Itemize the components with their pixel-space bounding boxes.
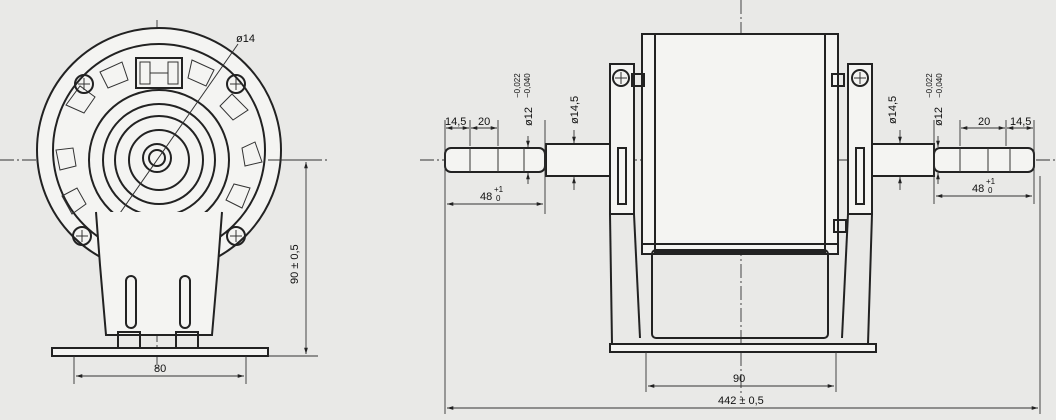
side-view: ø14 90 ± 0,5 80 xyxy=(0,20,330,384)
mounting-pedestal xyxy=(51,211,269,357)
left-shaft-tol-upper: −0,022 xyxy=(513,73,522,98)
right-shaft-tol-upper: −0,022 xyxy=(925,73,934,98)
right-shaft-diameter-callout: ø12 −0,022 −0,040 xyxy=(925,73,945,184)
motor-base-cover xyxy=(651,249,829,339)
svg-text:0: 0 xyxy=(988,186,993,195)
right-end-shield xyxy=(831,63,873,345)
stator-body xyxy=(88,89,230,231)
ring-screw-top-right xyxy=(226,74,246,94)
svg-text:+1: +1 xyxy=(986,177,996,186)
ring-screw-bottom-right xyxy=(226,226,246,246)
ring-screw-top-left xyxy=(74,74,94,94)
right-end-dimension-label: 14,5 xyxy=(1010,116,1031,128)
bearing-housing xyxy=(114,115,204,205)
right-shaft-tol-lower: −0,040 xyxy=(935,73,944,98)
left-shaft-length-label: 48 +1 0 xyxy=(480,185,504,203)
svg-text:48: 48 xyxy=(480,191,492,203)
top-clamp-bracket xyxy=(135,57,183,89)
left-end-shield xyxy=(609,63,645,345)
shaft-hole xyxy=(142,143,172,173)
svg-text:0: 0 xyxy=(496,194,501,203)
left-shaft-diameter-callout: ø12 −0,022 −0,040 xyxy=(513,73,535,184)
svg-text:48: 48 xyxy=(972,183,984,195)
right-shaft xyxy=(871,143,1035,177)
right-collar-diameter-callout: ø14,5 xyxy=(887,96,902,190)
left-shaft-diameter-label: ø12 xyxy=(523,107,535,126)
ring-screw-bottom-left xyxy=(72,226,92,246)
svg-text:+1: +1 xyxy=(494,185,504,194)
right-flat-dimension-label: 20 xyxy=(978,116,990,128)
left-collar-diameter-label: ø14,5 xyxy=(569,96,581,124)
vent-segments xyxy=(55,59,263,215)
height-dimension-label: 90 ± 0,5 xyxy=(289,244,301,284)
left-end-dimension-label: 14,5 xyxy=(445,116,466,128)
right-shaft-length-label: 48 +1 0 xyxy=(972,177,996,195)
right-shaft-diameter-label: ø12 xyxy=(933,107,945,126)
right-collar-diameter-label: ø14,5 xyxy=(887,96,899,124)
base-dimension-label: 80 xyxy=(154,363,166,375)
front-base-plate xyxy=(609,343,877,353)
bearing-cap xyxy=(128,129,190,191)
bolt-hole-leader xyxy=(103,43,239,237)
shaft-end xyxy=(148,149,166,167)
left-flat-dimension-label: 20 xyxy=(478,116,490,128)
left-shaft-tol-lower: −0,040 xyxy=(523,73,532,98)
bolt-hole-diameter-label: ø14 xyxy=(236,33,255,45)
front-view: 14,5 20 ø12 −0,022 −0,040 ø14,5 48 +1 0 … xyxy=(420,0,1056,414)
left-collar-diameter-callout: ø14,5 xyxy=(569,96,581,190)
overall-length-label: 442 ± 0,5 xyxy=(718,395,764,407)
left-shaft xyxy=(444,143,611,177)
mount-spacing-label: 90 xyxy=(733,373,745,385)
motor-body xyxy=(641,33,839,255)
motor-body-inner xyxy=(654,33,826,253)
